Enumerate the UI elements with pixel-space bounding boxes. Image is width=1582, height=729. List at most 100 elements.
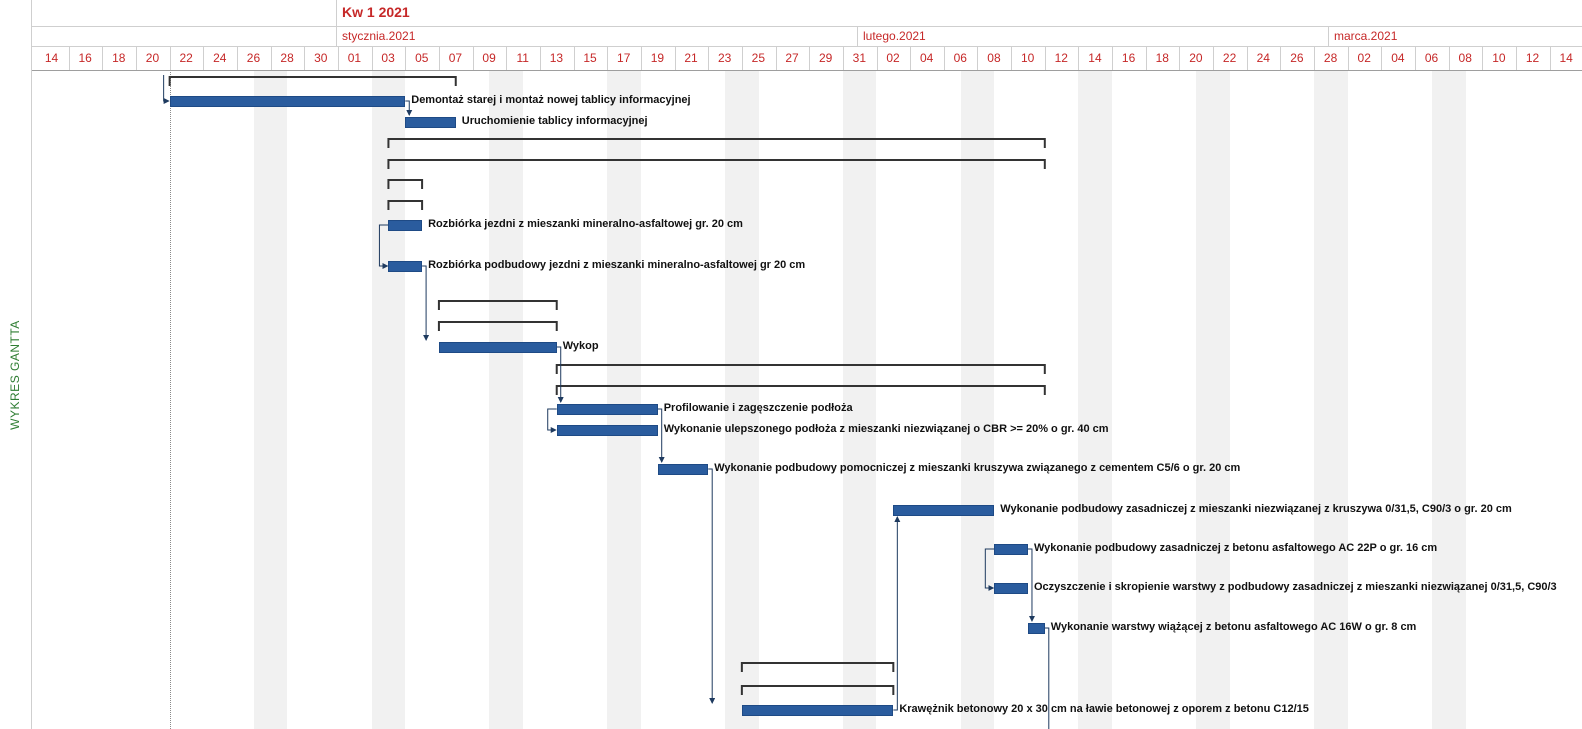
task-bar[interactable]	[438, 342, 557, 353]
summary-task-bracket[interactable]	[387, 179, 424, 189]
task-label: Demontaż starej i montaż nowej tablicy i…	[411, 94, 691, 106]
day-label: 28	[1323, 51, 1338, 65]
day-divider	[1078, 46, 1080, 70]
task-bar[interactable]	[994, 583, 1028, 594]
task-label: Wykonanie ulepszonego podłoża z mieszank…	[663, 423, 1109, 435]
day-label: 24	[1256, 51, 1270, 65]
day-divider	[1448, 46, 1450, 70]
day-divider	[1314, 46, 1316, 70]
task-bar[interactable]	[1027, 623, 1045, 634]
day-label: 16	[78, 51, 92, 65]
day-label: 03	[381, 51, 395, 65]
day-label: 04	[1391, 51, 1405, 65]
day-label: 18	[1155, 51, 1169, 65]
task-label: Rozbiórka podbudowy jezdni z mieszanki m…	[428, 259, 806, 271]
summary-task-bracket[interactable]	[740, 662, 895, 672]
summary-task-bracket[interactable]	[437, 321, 558, 331]
day-label: 31	[852, 51, 866, 65]
dependency-link	[163, 75, 170, 104]
day-label: 12	[1525, 51, 1540, 65]
task-label: Krawężnik betonowy 20 x 30 cm na ławie b…	[899, 703, 1309, 715]
summary-task-bracket[interactable]	[555, 364, 1046, 374]
task-bar[interactable]	[657, 464, 709, 475]
task-bar[interactable]	[556, 425, 658, 436]
day-divider	[674, 46, 676, 70]
day-label: 05	[415, 51, 429, 65]
day-divider	[1213, 46, 1215, 70]
timescale-divider	[336, 26, 337, 46]
day-divider	[1516, 46, 1518, 70]
day-divider	[1549, 46, 1551, 70]
day-divider	[472, 46, 474, 70]
day-label: 19	[650, 51, 665, 65]
summary-task-bracket[interactable]	[555, 385, 1046, 395]
day-label: 10	[1492, 51, 1506, 65]
day-label: 11	[516, 51, 529, 65]
day-label: 09	[482, 51, 496, 65]
task-bar[interactable]	[994, 544, 1028, 555]
summary-task-bracket[interactable]	[387, 138, 1046, 148]
task-label: Wykonanie podbudowy pomocniczej z miesza…	[714, 462, 1241, 474]
day-label: 07	[448, 51, 463, 65]
dependency-link	[893, 516, 901, 711]
day-label: 29	[818, 51, 833, 65]
day-divider	[775, 46, 777, 70]
day-label: 04	[919, 51, 934, 65]
day-label: 26	[1290, 51, 1304, 65]
task-bar[interactable]	[388, 220, 423, 231]
day-divider	[68, 46, 70, 70]
day-divider	[270, 46, 272, 70]
summary-task-bracket[interactable]	[387, 159, 1046, 169]
task-bar[interactable]	[893, 505, 995, 516]
summary-task-bracket[interactable]	[387, 200, 424, 210]
task-bar[interactable]	[741, 705, 894, 716]
month-label-mar: marca.2021	[1334, 29, 1398, 43]
task-label: Rozbiórka jezdni z mieszanki mineralno-a…	[428, 218, 743, 230]
task-bar[interactable]	[405, 117, 456, 128]
timescale-divider	[857, 26, 858, 46]
day-divider	[741, 46, 743, 70]
day-divider	[1145, 46, 1147, 70]
dependency-link	[708, 468, 716, 704]
dependency-links	[163, 75, 1050, 729]
day-label: 23	[718, 51, 732, 65]
day-label: 08	[1458, 51, 1472, 65]
day-divider	[977, 46, 979, 70]
month-label-jan: stycznia.2021	[342, 29, 416, 43]
task-bar[interactable]	[169, 96, 406, 107]
gantt-chart[interactable]: Kw 1 2021 stycznia.2021 lutego.2021 marc…	[32, 0, 1582, 729]
day-divider	[1044, 46, 1046, 70]
day-divider	[1112, 46, 1114, 70]
summary-task-bracket[interactable]	[437, 300, 558, 310]
task-bar[interactable]	[556, 404, 658, 415]
day-divider	[1246, 46, 1248, 70]
day-label: 13	[549, 51, 564, 65]
day-label: 01	[347, 51, 362, 65]
weekend-band	[960, 70, 995, 729]
summary-task-bracket[interactable]	[168, 76, 457, 86]
dependency-link	[405, 100, 413, 116]
weekend-band	[1196, 70, 1230, 729]
day-divider	[1381, 46, 1383, 70]
day-label: 26	[246, 51, 261, 65]
day-label: 06	[1424, 51, 1439, 65]
summary-brackets	[168, 76, 1046, 695]
day-label: 27	[785, 51, 799, 65]
task-label: Wykonanie warstwy wiążącej z betonu asfa…	[1050, 621, 1417, 633]
weekend-band	[489, 70, 524, 729]
day-divider	[640, 46, 642, 70]
summary-task-bracket[interactable]	[740, 685, 895, 695]
task-bar[interactable]	[388, 261, 423, 272]
day-label: 14	[1559, 51, 1573, 65]
quarter-label: Kw 1 2021	[342, 4, 410, 20]
day-divider	[876, 46, 878, 70]
day-label: 25	[751, 51, 766, 65]
day-label: 24	[213, 51, 227, 65]
day-label: 28	[280, 51, 294, 65]
day-divider	[539, 46, 541, 70]
timescale-divider	[1328, 26, 1329, 46]
dependency-link	[378, 224, 389, 269]
dependency-link	[1027, 548, 1035, 622]
day-label: 22	[1222, 51, 1237, 65]
